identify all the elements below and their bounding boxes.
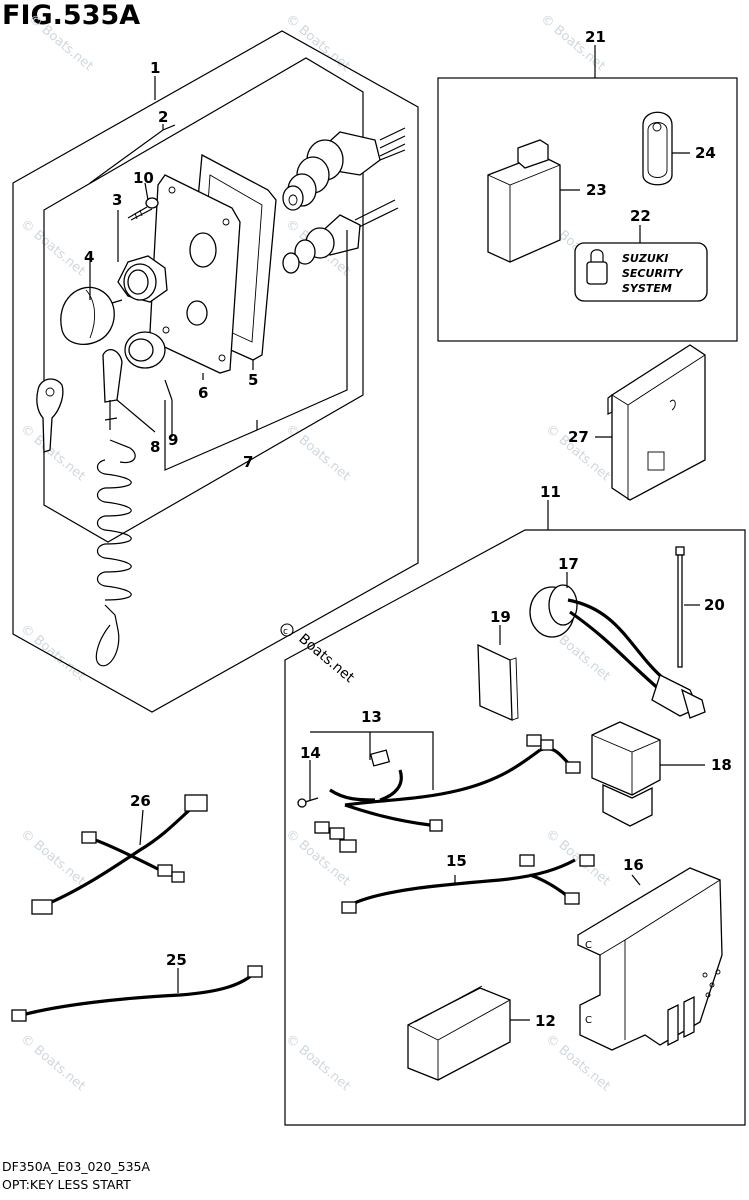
bracket-mark-2: C xyxy=(585,1015,592,1026)
callout-22: 22 xyxy=(630,207,651,225)
key xyxy=(36,378,64,453)
kit-1-outline xyxy=(12,30,419,713)
screw-14 xyxy=(297,797,319,808)
security-label-line1: SUZUKI xyxy=(622,252,668,265)
bracket-mark-1: C xyxy=(585,940,592,951)
case-12 xyxy=(407,985,511,1081)
callout-12: 12 xyxy=(535,1012,556,1030)
control-unit-27 xyxy=(607,344,706,501)
cable-tie-20 xyxy=(675,546,685,668)
screw-10 xyxy=(127,197,159,221)
watermark-10: © Boats.net xyxy=(17,622,87,684)
connector-17 xyxy=(529,584,706,719)
callout-1: 1 xyxy=(150,59,160,77)
callout-5: 5 xyxy=(248,371,258,389)
watermark-14: © Boats.net xyxy=(542,827,612,889)
callout-15: 15 xyxy=(446,852,467,870)
callout-25: 25 xyxy=(166,951,187,969)
callouts: 1 2 3 4 5 6 7 8 9 10 11 12 13 14 15 16 1… xyxy=(84,28,732,1030)
kit-21-outline xyxy=(437,77,738,342)
wire-25 xyxy=(11,965,263,1022)
callout-16: 16 xyxy=(623,856,644,874)
harness-26 xyxy=(31,794,208,915)
mounting-plate xyxy=(149,174,241,374)
callout-23: 23 xyxy=(586,181,607,199)
washer-9 xyxy=(124,331,166,369)
footer-code: DF350A_E03_020_535A xyxy=(2,1159,151,1174)
callout-19: 19 xyxy=(490,608,511,626)
callout-17: 17 xyxy=(558,555,579,573)
logo-text: Boats.net xyxy=(295,631,357,687)
watermark-12: © Boats.net xyxy=(17,827,87,889)
watermark-7: © Boats.net xyxy=(17,422,87,484)
callout-11: 11 xyxy=(540,483,561,501)
watermark-15: © Boats.net xyxy=(17,1032,87,1094)
kit-11-outline xyxy=(284,529,746,1126)
security-module-23 xyxy=(487,139,561,263)
callout-26: 26 xyxy=(130,792,151,810)
callout-13: 13 xyxy=(361,708,382,726)
security-label-22: SUZUKI SECURITY SYSTEM xyxy=(574,242,708,302)
callout-9: 9 xyxy=(168,431,178,449)
callout-18: 18 xyxy=(711,756,732,774)
key-fob-24 xyxy=(642,111,673,186)
callout-3: 3 xyxy=(112,191,122,209)
nut-3 xyxy=(117,255,168,303)
callout-2: 2 xyxy=(158,108,168,126)
bracket-16: C C xyxy=(577,867,723,1051)
security-label-line2: SECURITY xyxy=(622,267,684,280)
card-19 xyxy=(477,643,519,722)
callout-6: 6 xyxy=(198,384,208,402)
callout-21: 21 xyxy=(585,28,606,46)
relay-18 xyxy=(591,721,661,827)
kill-switch-body xyxy=(282,199,399,274)
watermark-8: © Boats.net xyxy=(282,422,352,484)
knob-4 xyxy=(60,286,123,345)
kit-2-outline xyxy=(43,57,364,543)
figure-title: FIG.535A xyxy=(2,0,141,31)
leader-lines xyxy=(89,45,705,1021)
watermark-16: © Boats.net xyxy=(282,1032,352,1094)
callout-7: 7 xyxy=(243,453,253,471)
callout-10: 10 xyxy=(133,169,154,187)
callout-24: 24 xyxy=(695,144,716,162)
harness-13 xyxy=(314,734,581,853)
callout-8: 8 xyxy=(150,438,160,456)
callout-27: 27 xyxy=(568,428,589,446)
ignition-switch-body xyxy=(282,127,406,211)
callout-20: 20 xyxy=(704,596,725,614)
callout-4: 4 xyxy=(84,248,94,266)
wire-15 xyxy=(341,854,595,914)
watermark-1: © Boats.net xyxy=(25,12,95,74)
security-label-line3: SYSTEM xyxy=(622,282,672,295)
footer-description: OPT:KEY LESS START xyxy=(2,1177,131,1192)
callout-14: 14 xyxy=(300,744,321,762)
watermark-4: © Boats.net xyxy=(17,217,87,279)
logo-c: c xyxy=(283,627,288,637)
lanyard-8 xyxy=(95,349,136,667)
